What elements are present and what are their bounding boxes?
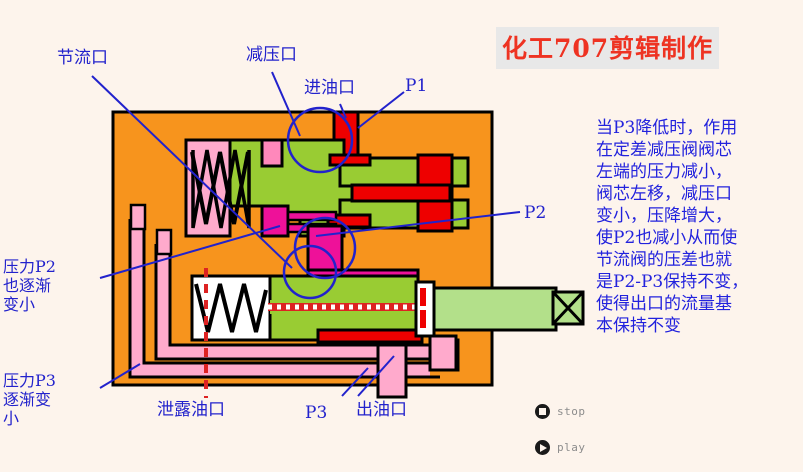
leader-p2-right [315, 211, 521, 237]
leader-outlet [357, 355, 395, 397]
watermark-credit: 化工707剪辑制作 [496, 27, 720, 69]
reducing-port-circle [286, 106, 354, 174]
throttle-valve-spring-chamber [190, 274, 272, 342]
stop-button-label: stop [557, 405, 586, 418]
leader-reducing-port [271, 71, 301, 137]
label-throttle-port: 节流口 [57, 48, 108, 68]
label-oil-outlet: 出油口 [356, 400, 407, 420]
reducing-valve-port-tab [260, 138, 284, 168]
play-icon [535, 440, 550, 455]
p2-port-circle [293, 216, 357, 280]
label-drain-port: 泄露油口 [157, 400, 225, 420]
leader-inlet [339, 103, 347, 119]
drain-return-lines [128, 203, 440, 379]
leader-p2-left [99, 225, 281, 279]
reducing-valve-spring-chamber [184, 138, 251, 238]
leader-lines [91, 71, 521, 397]
label-pressure-p3-left: 压力P3 逐渐变 小 [3, 371, 56, 428]
description-text: 当P3降低时，作用 在定差减压阀阀芯 左端的压力减小， 阀芯左移，减压口 变小，… [596, 118, 749, 336]
highlight-circles [282, 106, 357, 300]
p3-feedback-line [428, 334, 458, 372]
reduced-pressure-passage [326, 153, 452, 229]
throttle-valve-spool [268, 274, 436, 344]
label-reducing-port: 减压口 [246, 45, 297, 65]
label-p1: P1 [405, 76, 428, 96]
throttle-port-circle [282, 244, 338, 300]
label-pressure-p2-left: 压力P2 也逐渐 变小 [3, 257, 56, 314]
stop-icon [535, 404, 550, 419]
leader-throttle-port [91, 75, 293, 269]
leader-p1 [357, 91, 405, 129]
actuator-rod-group [414, 280, 585, 338]
play-button[interactable]: play [535, 440, 586, 455]
leader-p3-bottom [341, 367, 369, 397]
label-oil-inlet: 进油口 [304, 78, 355, 98]
leader-p3-left [99, 363, 141, 389]
play-button-label: play [557, 441, 586, 454]
label-p3-bottom: P3 [305, 403, 328, 423]
label-p2: P2 [524, 203, 547, 223]
stop-button[interactable]: stop [535, 404, 586, 419]
